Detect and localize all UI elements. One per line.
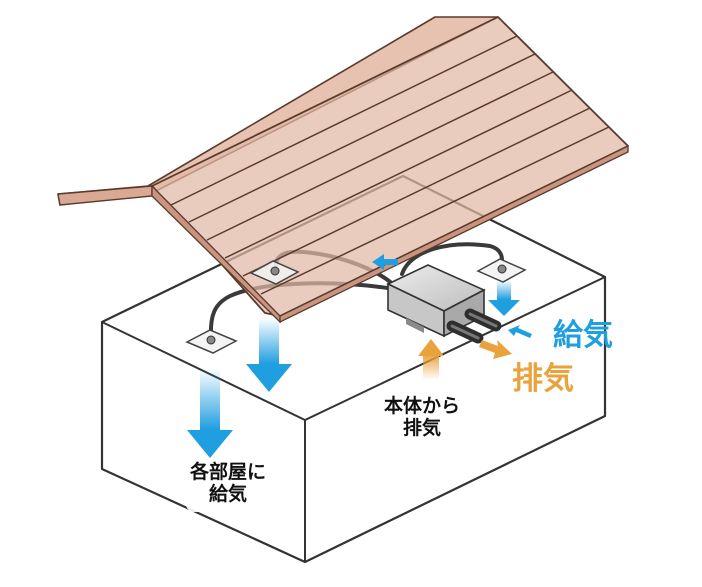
vent-ceiling-3	[185, 329, 238, 354]
supply-arrow-room-center	[246, 318, 292, 392]
unit-exhaust-pipe	[446, 320, 484, 344]
label-halos	[186, 394, 480, 512]
unit-exhaust-label-line-1: 本体から	[384, 395, 461, 417]
room-supply-label-line-1: 各部屋に	[190, 461, 267, 483]
unit-exhaust-label: 本体から 排気	[384, 395, 461, 440]
supply-arrow-intake	[508, 325, 532, 338]
unit-intake-pipe	[464, 308, 502, 332]
supply-label: 給気	[553, 318, 613, 353]
unit-exhaust-label-line-2: 排気	[403, 416, 442, 439]
supply-arrow-room-left	[187, 368, 233, 458]
supply-arrow-small-left	[372, 254, 398, 270]
exhaust-arrow-up	[418, 339, 444, 380]
room-supply-label-line-2: 給気	[209, 482, 248, 505]
supply-arrow-vent-right	[488, 280, 520, 316]
room-supply-label: 各部屋に 給気	[190, 461, 267, 506]
vent-ceiling-1	[249, 260, 300, 285]
exhaust-label: 排気	[512, 361, 574, 397]
vent-ceiling-2	[476, 258, 527, 283]
roof	[57, 16, 629, 324]
exhaust-arrow-out	[479, 340, 512, 359]
